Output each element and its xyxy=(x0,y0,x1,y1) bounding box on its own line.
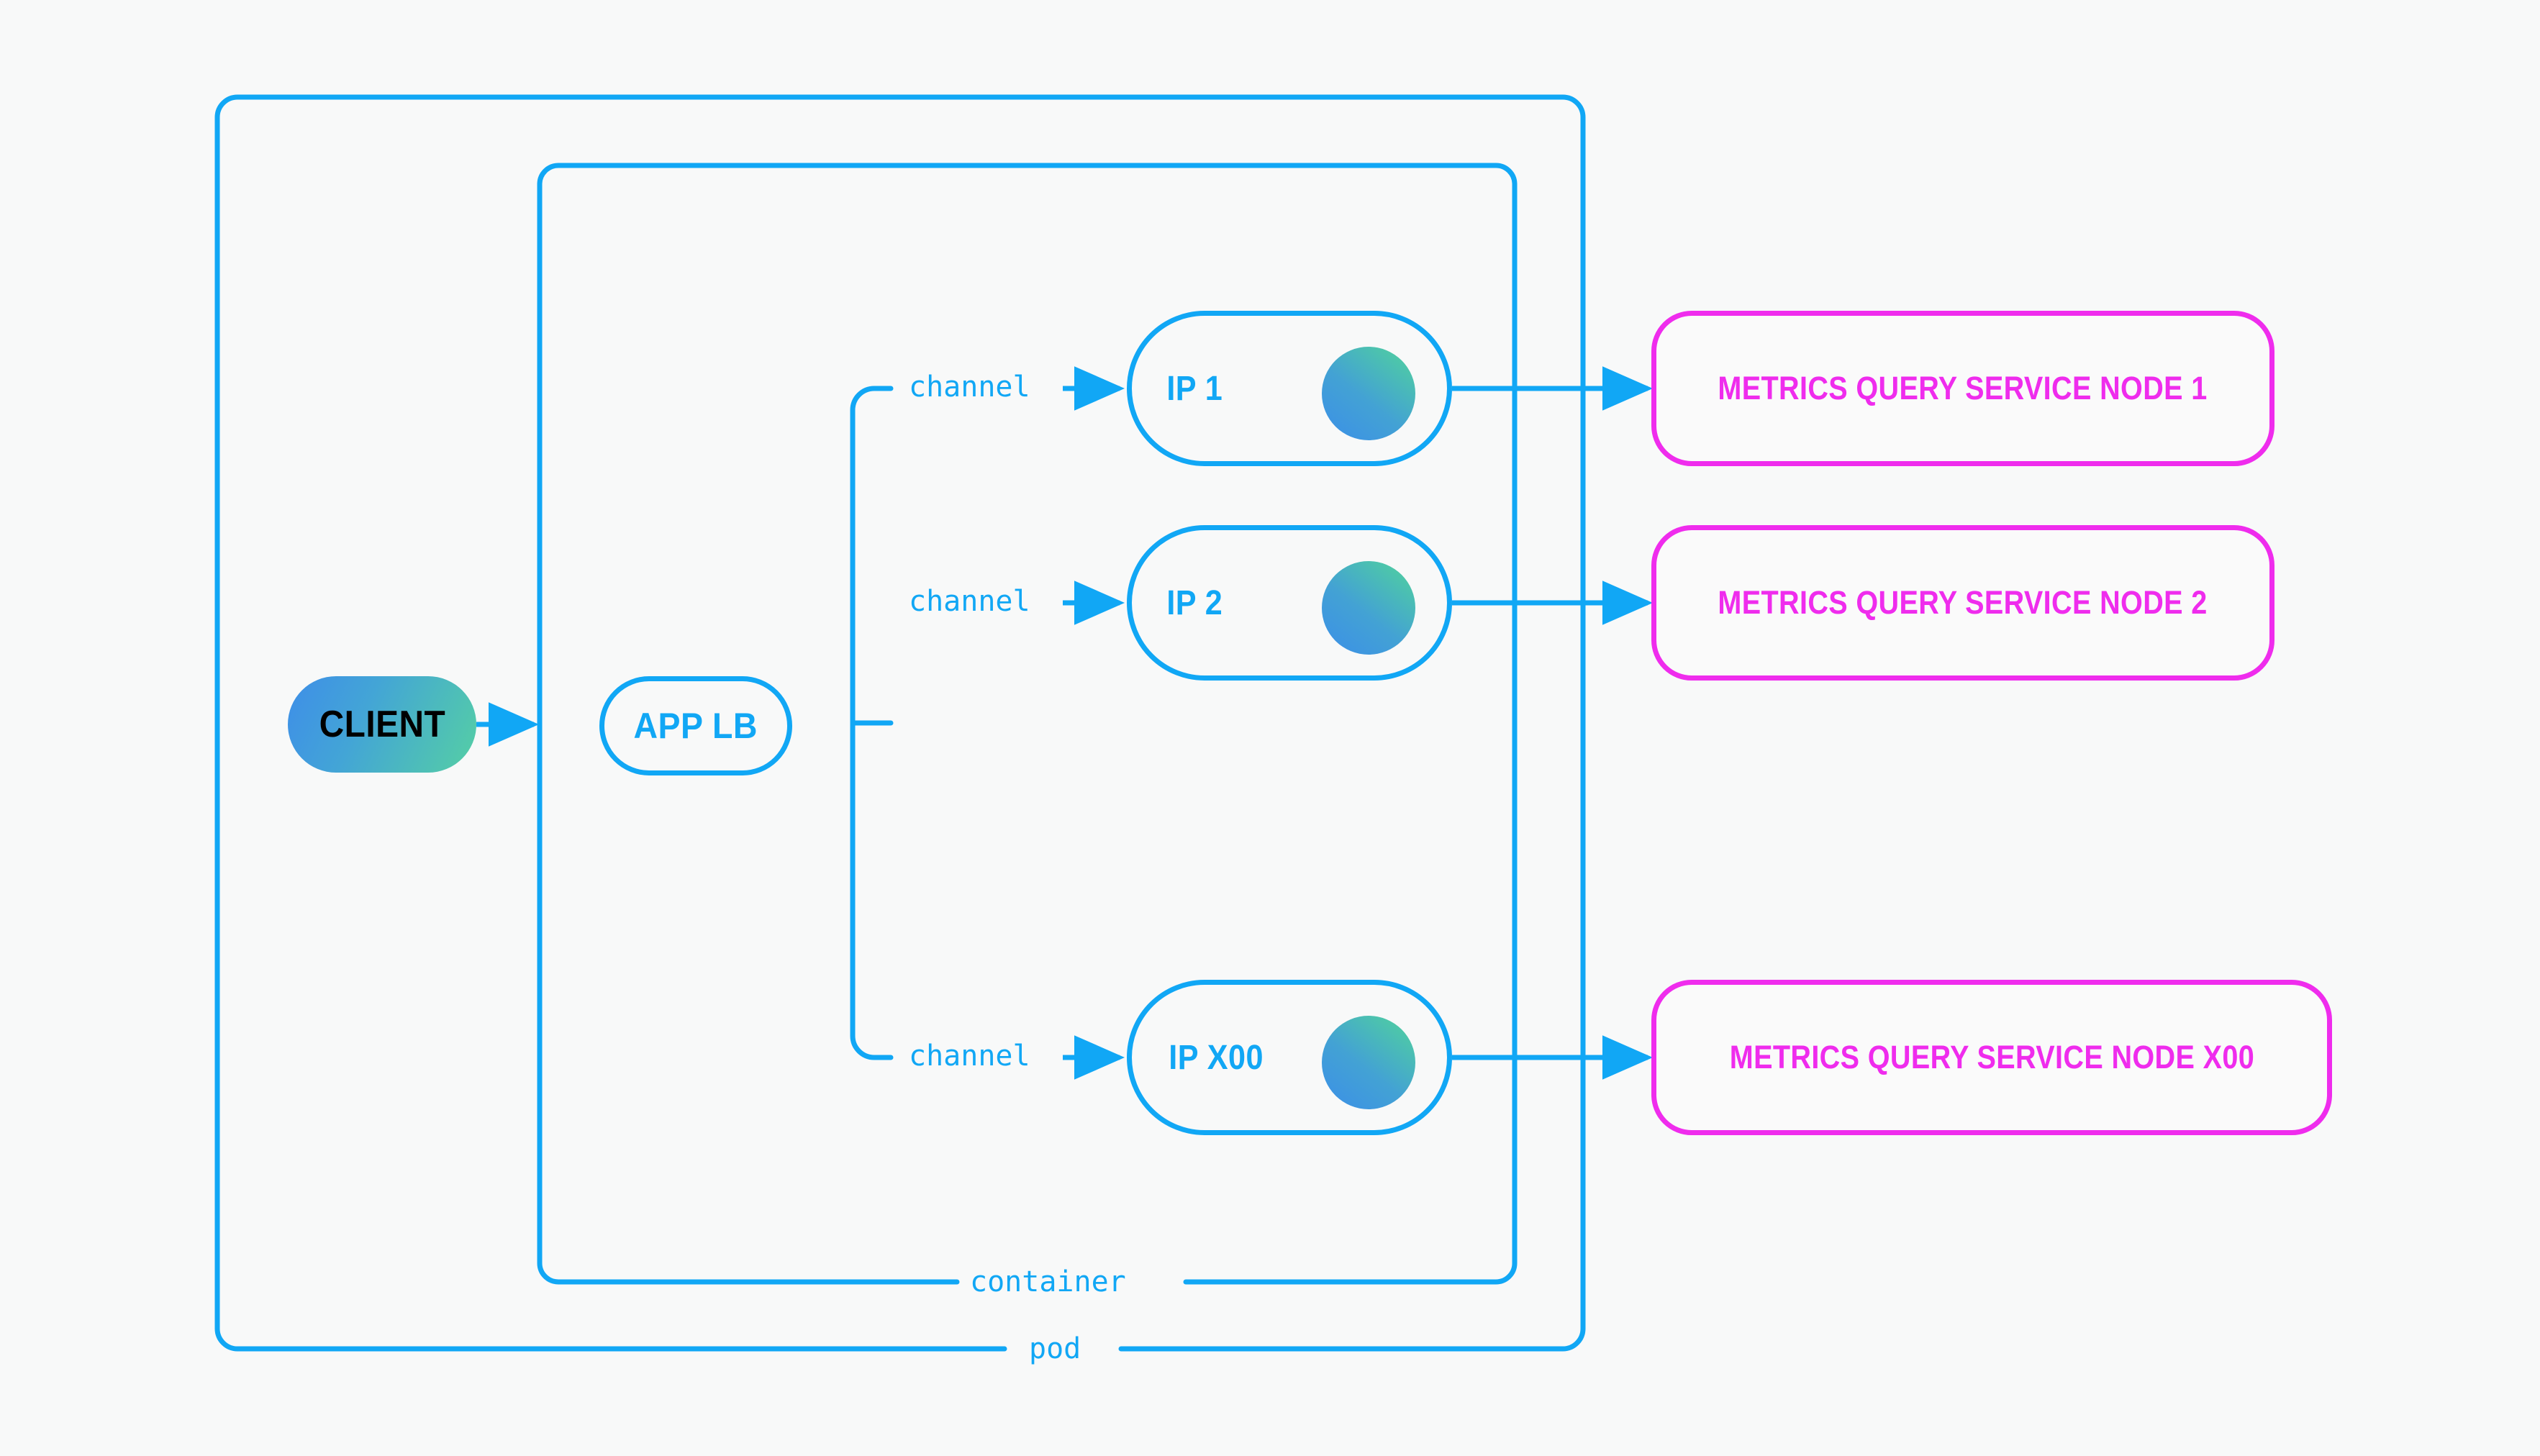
pod-boundary xyxy=(214,94,1586,1352)
metrics-node-x00-label: METRICS QUERY SERVICE NODE X00 xyxy=(1729,1039,2254,1075)
channel-label-1: channel xyxy=(909,370,1030,404)
ip-node-x00[interactable]: IP X00 xyxy=(1127,980,1452,1135)
ip-node-2-label: IP 2 xyxy=(1166,583,1223,622)
ip-node-2[interactable]: IP 2 xyxy=(1127,525,1452,681)
status-dot-icon xyxy=(1322,1016,1415,1109)
pod-group-label: pod xyxy=(1029,1332,1081,1365)
metrics-node-x00[interactable]: METRICS QUERY SERVICE NODE X00 xyxy=(1651,980,2332,1135)
channel-label-2: channel xyxy=(909,585,1030,618)
metrics-node-2-label: METRICS QUERY SERVICE NODE 2 xyxy=(1718,584,2208,621)
app-lb-node[interactable]: APP LB xyxy=(599,676,792,775)
status-dot-icon xyxy=(1322,347,1415,440)
channel-label-3: channel xyxy=(909,1039,1030,1073)
ip-node-1-label: IP 1 xyxy=(1166,369,1223,408)
ip-node-x00-label: IP X00 xyxy=(1169,1038,1264,1077)
client-node[interactable]: CLIENT xyxy=(288,676,476,773)
container-boundary xyxy=(537,163,1518,1285)
container-group-label: container xyxy=(970,1265,1126,1298)
metrics-node-1-label: METRICS QUERY SERVICE NODE 1 xyxy=(1718,370,2208,406)
metrics-node-1[interactable]: METRICS QUERY SERVICE NODE 1 xyxy=(1651,311,2274,466)
status-dot-icon xyxy=(1322,561,1415,655)
app-lb-label: APP LB xyxy=(633,706,758,746)
ip-node-1[interactable]: IP 1 xyxy=(1127,311,1452,466)
client-label: CLIENT xyxy=(319,704,445,745)
metrics-node-2[interactable]: METRICS QUERY SERVICE NODE 2 xyxy=(1651,525,2274,681)
